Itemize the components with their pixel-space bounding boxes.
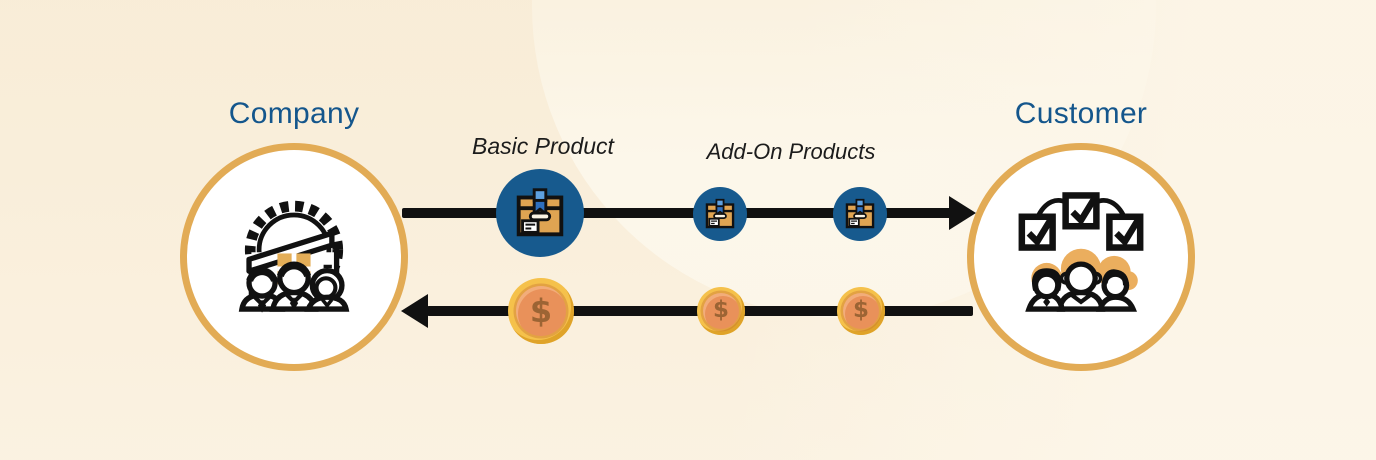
package-box-icon (705, 198, 735, 229)
dollar-coin-icon: $ (837, 287, 885, 335)
customer-label: Customer (1014, 97, 1148, 130)
dollar-symbol: $ (515, 285, 567, 337)
addon-product-node-1 (693, 187, 747, 241)
dollar-coin-icon: $ (697, 287, 745, 335)
customer-group-checklist-icon (1018, 192, 1144, 312)
dollar-coin-icon: $ (508, 278, 574, 344)
company-label: Company (228, 97, 360, 130)
dollar-symbol: $ (702, 292, 740, 330)
company-node (180, 143, 408, 371)
basic-product-node (496, 169, 584, 257)
addon-product-node-2 (833, 187, 887, 241)
package-box-icon (516, 188, 564, 237)
dollar-symbol: $ (842, 292, 880, 330)
customer-node (967, 143, 1195, 371)
package-box-icon (845, 198, 875, 229)
payment-flow-arrowhead-icon (401, 294, 428, 328)
factory-team-icon (238, 200, 350, 313)
addon-products-label: Add-On Products (706, 139, 876, 164)
